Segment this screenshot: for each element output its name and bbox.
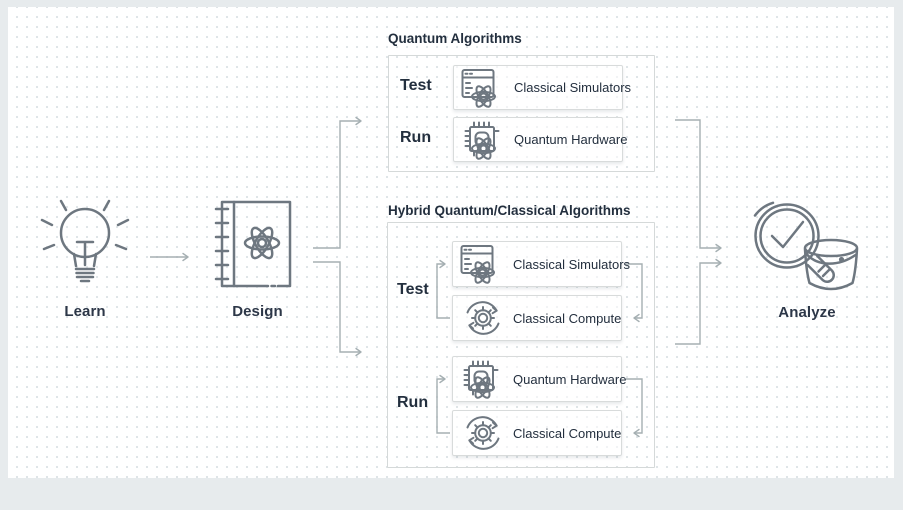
gear-refresh-icon <box>460 413 506 453</box>
magnifier-check-bucket-icon <box>738 198 870 304</box>
arrow-hybrid-to-analyze <box>675 258 722 345</box>
card-label: Classical Simulators <box>514 80 632 95</box>
card-classical-simulators: Classical Simulators <box>452 241 630 287</box>
quantum-test-label: Test <box>400 77 432 94</box>
quantum-section-title: Quantum Algorithms <box>388 31 522 46</box>
arrow-quantum-to-analyze <box>675 119 722 253</box>
card-quantum-hardware: Quantum Hardware <box>452 356 626 402</box>
hybrid-section-box <box>387 222 655 468</box>
browser-atom-icon <box>461 68 507 108</box>
hybrid-test-label: Test <box>397 281 429 298</box>
card-quantum-hardware: Quantum Hardware <box>453 117 627 162</box>
quantum-section-box <box>388 55 655 172</box>
card-label: Classical Simulators <box>513 256 631 272</box>
card-label: Quantum Hardware <box>514 132 628 147</box>
quantum-run-label: Run <box>400 129 432 146</box>
chip-atom-icon <box>460 359 506 399</box>
card-label: Quantum Hardware <box>513 371 627 387</box>
arrow-design-to-hybrid <box>313 261 362 357</box>
browser-atom-icon <box>460 244 506 284</box>
gear-refresh-icon <box>460 298 506 338</box>
step-label-learn: Learn <box>64 303 106 320</box>
notebook-atom-icon <box>205 195 310 295</box>
chip-atom-icon <box>461 120 507 160</box>
card-classical-compute: Classical Compute <box>452 410 622 456</box>
card-label: Classical Compute <box>513 310 622 326</box>
card-classical-simulators: Classical Simulators <box>453 65 631 110</box>
card-label: Classical Compute <box>513 425 622 441</box>
arrow-design-to-quantum <box>313 116 362 249</box>
hybrid-run-label: Run <box>397 394 429 411</box>
hybrid-section-title: Hybrid Quantum/Classical Algorithms <box>388 203 631 218</box>
step-label-analyze: Analyze <box>778 304 836 321</box>
step-label-design: Design <box>232 303 283 320</box>
card-classical-compute: Classical Compute <box>452 295 622 341</box>
lightbulb-icon <box>30 195 140 295</box>
diagram-panel: Learn Design Quantum Algorithms Test <box>8 7 894 478</box>
